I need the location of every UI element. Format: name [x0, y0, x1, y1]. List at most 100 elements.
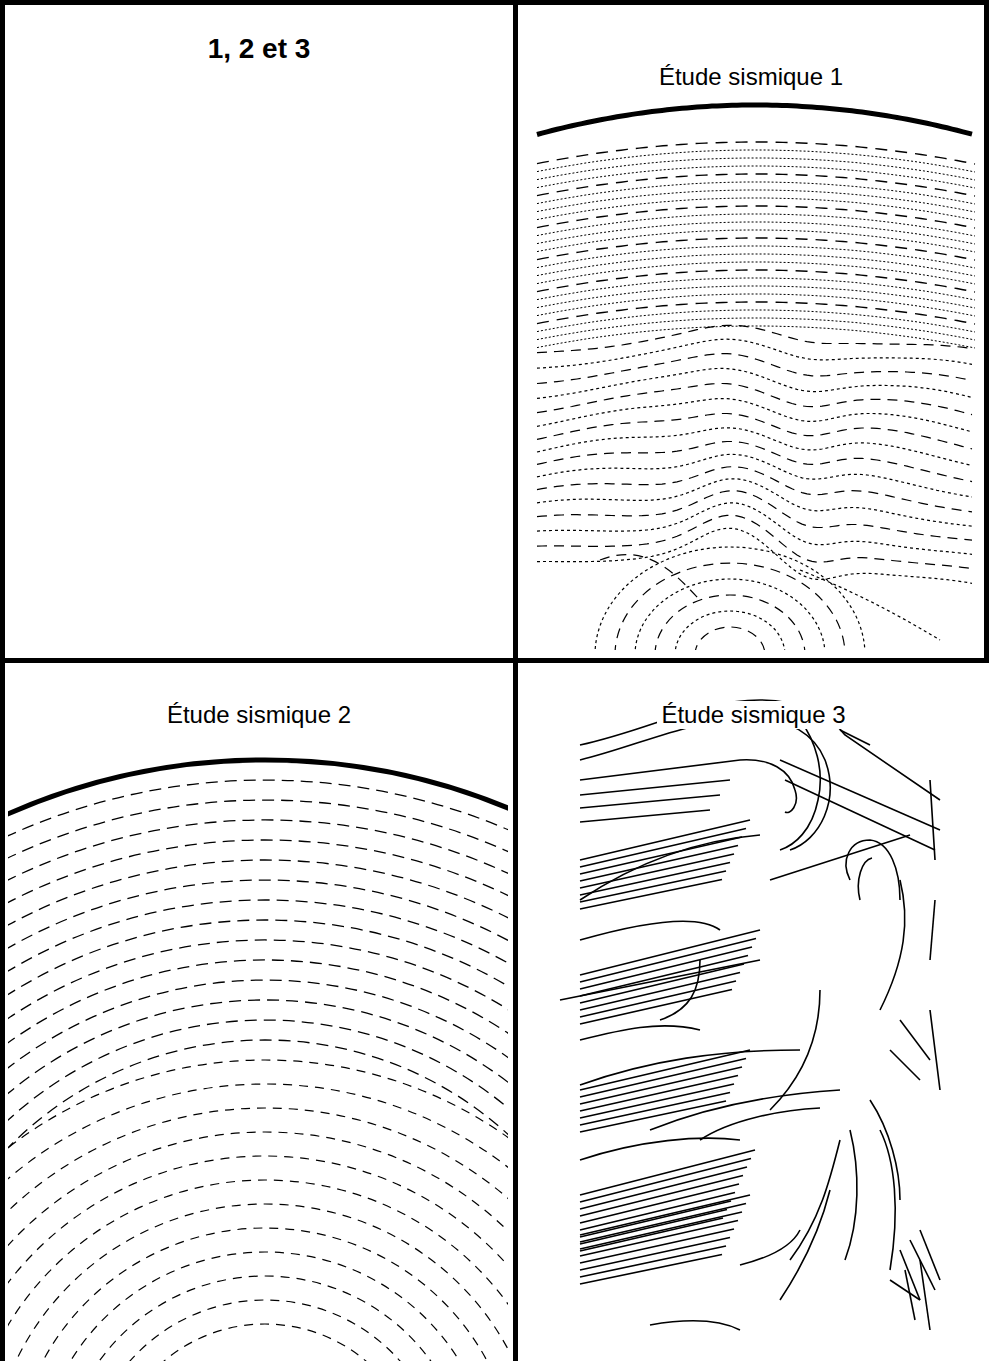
- reflector-line: [537, 354, 972, 384]
- reflector-line: [790, 1140, 840, 1260]
- reflector-line: [537, 174, 975, 196]
- reflector-line: [930, 1010, 940, 1090]
- reflector-line: [635, 579, 825, 650]
- reflector-line: [930, 780, 935, 860]
- reflector-line: [580, 700, 940, 800]
- reflector-line: [8, 1180, 508, 1361]
- reflector-line: [580, 1150, 755, 1195]
- reflector-line: [537, 190, 975, 212]
- reflector-line: [580, 1059, 746, 1098]
- reflector-line: [537, 222, 975, 244]
- reflector-line: [580, 795, 720, 808]
- reflector-line: [537, 105, 972, 135]
- reflector-line: [8, 1108, 508, 1361]
- reflector-line: [580, 1255, 722, 1285]
- reflector-line: [537, 428, 972, 466]
- reflector-line: [537, 503, 972, 555]
- reflector-line: [780, 720, 820, 850]
- reflector-line: [920, 1260, 930, 1330]
- reflector-line: [537, 150, 975, 172]
- reflector-line: [845, 1130, 857, 1260]
- reflector-line: [537, 302, 975, 324]
- reflector-line: [580, 1101, 726, 1132]
- reflector-line: [537, 368, 972, 398]
- reflector-line: [580, 1076, 738, 1112]
- reflector-line: [580, 921, 720, 940]
- panel: 1, 2 et 3: [0, 0, 518, 663]
- reflector-line: [858, 858, 872, 900]
- reflector-line: [37, 1252, 493, 1361]
- reflector-line: [537, 528, 972, 583]
- reflector-line: [537, 214, 975, 236]
- reflector-line: [700, 1108, 820, 1140]
- panel: Étude sismique 3: [513, 658, 989, 1361]
- reflector-line: [537, 278, 975, 300]
- reflector-line: [537, 384, 972, 415]
- reflector-line: [8, 1132, 508, 1361]
- reflector-line: [537, 206, 975, 228]
- reflector-line: [650, 1321, 740, 1330]
- reflector-line: [740, 1230, 800, 1265]
- reflector-line: [537, 454, 972, 497]
- reflector-line: [537, 491, 972, 541]
- reflector-line: [580, 964, 744, 1003]
- reflector-line: [537, 515, 972, 568]
- reflector-line: [580, 1229, 734, 1263]
- reflector-line: [595, 547, 865, 650]
- reflector-line: [580, 810, 710, 822]
- reflector-line: [675, 611, 785, 650]
- reflector-line: [537, 325, 972, 352]
- reflector-line: [8, 860, 508, 927]
- reflector-line: [8, 1204, 508, 1361]
- reflector-line: [900, 1020, 930, 1060]
- reflector-line: [580, 760, 796, 813]
- reflector-line: [61, 1276, 469, 1361]
- reflector-line: [13, 1228, 508, 1361]
- reflector-line: [109, 1324, 421, 1361]
- reflector-line: [880, 880, 905, 1010]
- reflector-line: [770, 835, 910, 880]
- reflector-line: [8, 880, 508, 950]
- reflector-line: [580, 854, 734, 888]
- reflector-line: [880, 1130, 895, 1270]
- reflector-line: [785, 780, 935, 850]
- reflector-line: [537, 286, 975, 308]
- reflector-line: [600, 555, 700, 600]
- reflector-line: [8, 960, 508, 1045]
- reflector-line: [537, 442, 972, 482]
- reflector-line: [537, 158, 975, 180]
- reflector-line: [537, 479, 972, 526]
- panel-title: Étude sismique 2: [163, 701, 355, 729]
- reflector-line: [8, 1156, 508, 1361]
- reflector-line: [537, 246, 975, 268]
- reflector-line: [870, 1100, 900, 1200]
- reflector-line: [846, 840, 900, 900]
- reflector-line: [580, 880, 722, 910]
- reflector-line: [580, 1238, 730, 1271]
- reflector-line: [8, 980, 508, 1070]
- reflector-line: [537, 339, 972, 368]
- reflector-line: [537, 318, 975, 340]
- reflector-line: [85, 1300, 445, 1361]
- reflector-line: [8, 800, 508, 859]
- reflector-line: [615, 563, 845, 650]
- reflector-line: [655, 595, 805, 650]
- seismic-study-3: [560, 700, 940, 1330]
- reflector-line: [580, 1221, 738, 1257]
- reflector-line: [537, 414, 972, 449]
- reflector-line: [537, 142, 975, 164]
- reflector-line: [580, 930, 760, 975]
- reflector-line: [580, 1212, 742, 1249]
- reflector-line: [537, 254, 975, 276]
- reflector-line: [8, 840, 508, 904]
- reflector-line: [580, 837, 742, 874]
- reflector-line: [580, 871, 726, 902]
- reflector-line: [920, 1230, 940, 1280]
- reflector-line: [8, 820, 508, 882]
- panel-title: Étude sismique 3: [657, 701, 849, 729]
- reflector-line: [780, 760, 940, 830]
- reflector-line: [537, 270, 975, 292]
- reflector-line: [695, 627, 765, 650]
- reflector-line: [580, 1138, 740, 1160]
